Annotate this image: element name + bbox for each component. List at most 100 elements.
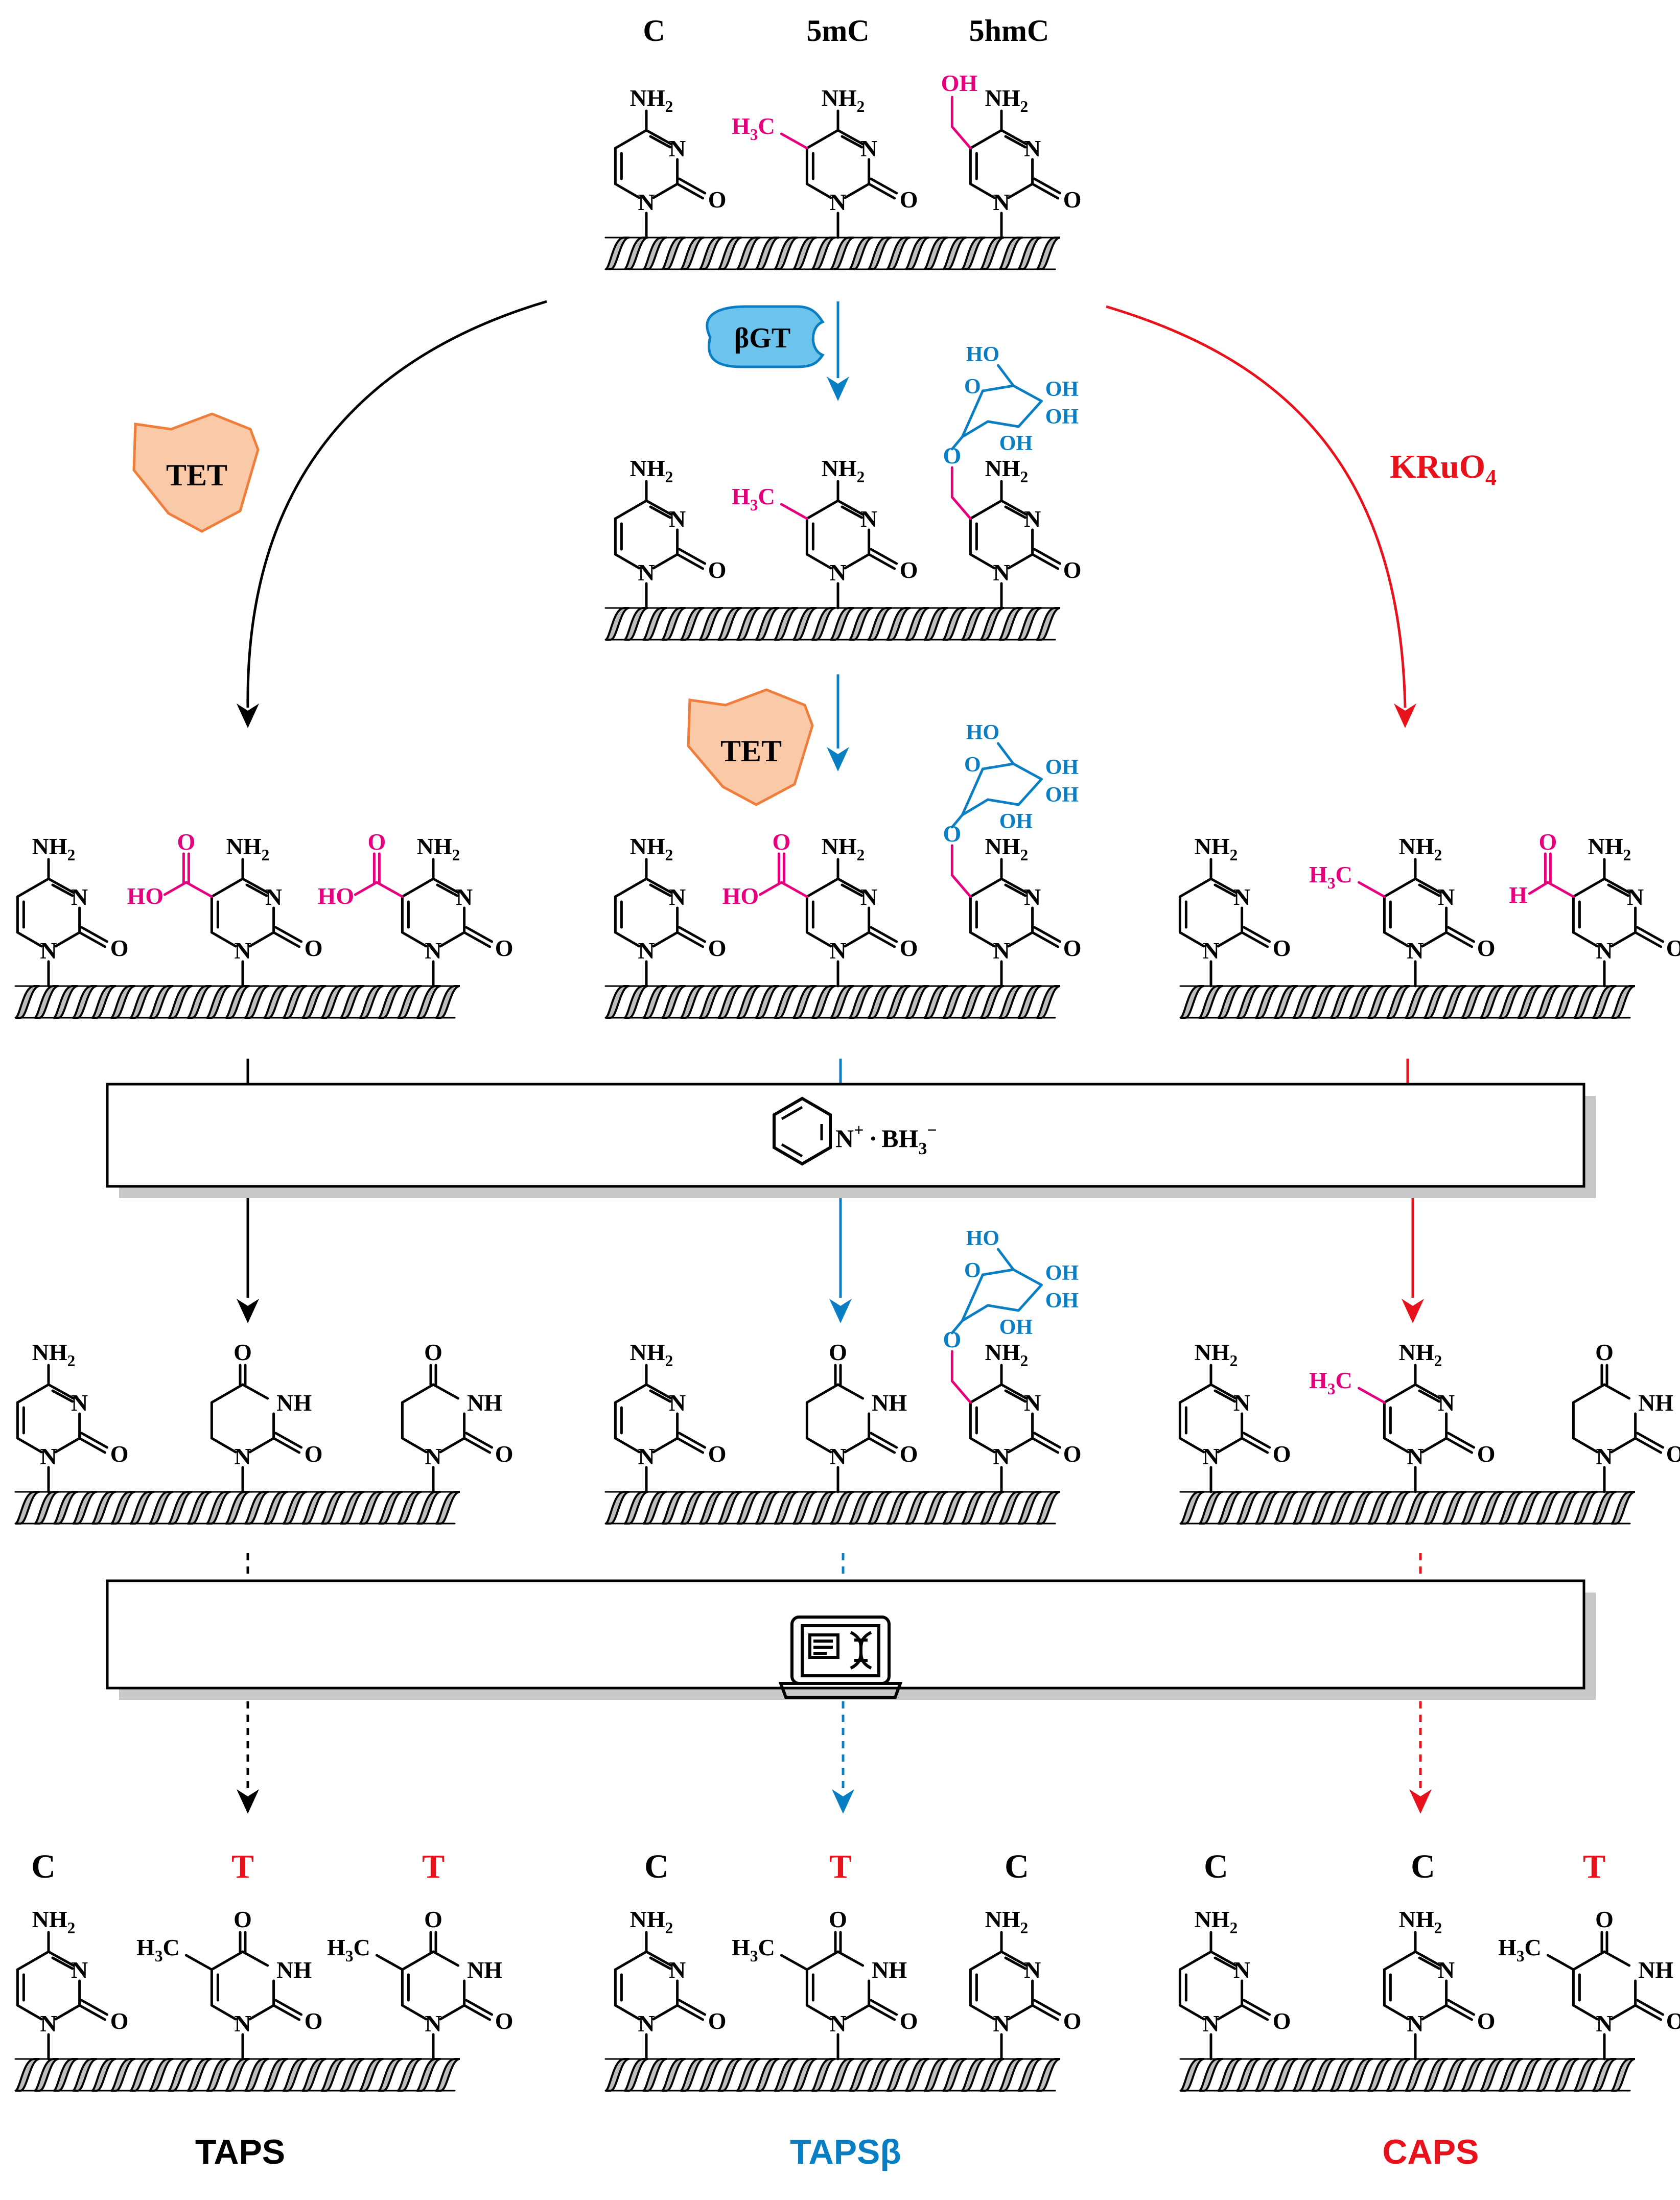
o2-atom: O <box>1666 1441 1680 1467</box>
helix-turn <box>661 2058 686 2092</box>
helix-turn <box>1516 985 1542 1019</box>
bond <box>272 1437 301 1454</box>
sugar-hydroxyl: OH <box>1045 405 1079 429</box>
helix-turn <box>755 2058 780 2092</box>
helix-turn <box>129 2058 155 2092</box>
amino-group: NH2 <box>985 1906 1029 1937</box>
bond <box>439 1437 466 1454</box>
bond <box>841 135 864 149</box>
helix-turn <box>320 2058 346 2092</box>
n3-atom: N <box>860 884 877 910</box>
amino-group: NH2 <box>32 1339 76 1370</box>
n1-atom: N <box>993 2010 1010 2037</box>
bond <box>969 1950 1003 1971</box>
bond <box>1217 1437 1244 1454</box>
helix-turn <box>186 2058 212 2092</box>
bond <box>1447 1999 1476 2016</box>
n3-atom: N <box>1438 1957 1455 1983</box>
helix-turn <box>1273 1491 1298 1525</box>
helix-turn <box>755 985 780 1019</box>
bond <box>1603 1950 1631 1967</box>
helix-turn <box>979 985 1005 1019</box>
n3h-atom: NH <box>276 1957 312 1983</box>
bond <box>969 1383 1003 1404</box>
label-c: C <box>643 14 665 48</box>
sequencing-box <box>106 1579 1596 1700</box>
helix-turn <box>1460 1491 1486 1525</box>
bond <box>1033 1432 1062 1449</box>
bond <box>248 931 275 948</box>
helix-turn <box>263 985 289 1019</box>
n3-atom: N <box>1233 1390 1250 1416</box>
helix-turn <box>604 607 630 641</box>
helix-turn <box>736 237 761 270</box>
amino-group: NH2 <box>985 833 1029 864</box>
helix-turn <box>623 1491 648 1525</box>
bond <box>1572 1950 1606 1971</box>
sugar-bond <box>996 364 1015 387</box>
bond <box>870 926 898 943</box>
helix-turn <box>1573 1491 1598 1525</box>
bond <box>1243 926 1271 943</box>
bond <box>1414 1383 1442 1400</box>
n1-atom: N <box>829 1443 846 1469</box>
sugar-hydroxyl: OH <box>999 810 1033 833</box>
amino-group: NH2 <box>226 833 270 864</box>
o2-atom: O <box>305 935 323 961</box>
n3-atom: N <box>71 1390 88 1416</box>
bond <box>678 548 707 565</box>
bond <box>1610 2004 1637 2021</box>
sugar-bond <box>1012 762 1043 781</box>
bond <box>1418 1956 1441 1970</box>
helix-turn <box>717 607 742 641</box>
helix-turn <box>1498 1491 1523 1525</box>
n1-atom: N <box>829 559 846 586</box>
helix-turn <box>396 985 422 1019</box>
bond <box>439 2004 466 2021</box>
bond <box>652 931 679 948</box>
helix-turn <box>320 985 346 1019</box>
readout-tapsb-3: C <box>1005 1848 1029 1885</box>
bond <box>780 881 808 898</box>
amino-group: NH2 <box>630 1339 673 1370</box>
n1-atom: N <box>638 559 655 586</box>
helix-turn <box>1329 2058 1355 2092</box>
helix-turn <box>320 1491 346 1525</box>
helix-turn <box>604 1491 630 1525</box>
n1-atom: N <box>425 2010 441 2037</box>
helix-turn <box>1198 985 1223 1019</box>
bond <box>1445 2004 1474 2021</box>
helix-turn <box>961 985 986 1019</box>
bond <box>950 874 972 898</box>
bond <box>463 2004 492 2021</box>
helix-turn <box>792 2058 817 2092</box>
bond <box>54 931 81 948</box>
bond <box>463 931 492 948</box>
helix-turn <box>53 985 78 1019</box>
aldehyde-hydrogen: H <box>1509 882 1527 908</box>
bond <box>969 931 996 948</box>
bond <box>678 177 707 195</box>
bond <box>210 1383 244 1404</box>
bond <box>1178 1383 1212 1404</box>
bond <box>274 926 303 943</box>
helix-turn <box>53 2058 78 2092</box>
helix-turn <box>885 2058 911 2092</box>
helix-turn <box>416 985 441 1019</box>
n3-atom: N <box>1024 135 1041 161</box>
o2-atom: O <box>900 1441 918 1467</box>
helix-turn <box>1017 1491 1042 1525</box>
helix-turn <box>642 237 667 270</box>
sugar-hydroxyl: OH <box>999 432 1033 455</box>
sugar-bond <box>996 1248 1015 1271</box>
helix-turn <box>53 1491 78 1525</box>
bond <box>652 2004 679 2021</box>
method-tapsb: TAPSβ <box>790 2133 901 2171</box>
bond <box>1421 2004 1448 2021</box>
helix-turn <box>623 607 648 641</box>
